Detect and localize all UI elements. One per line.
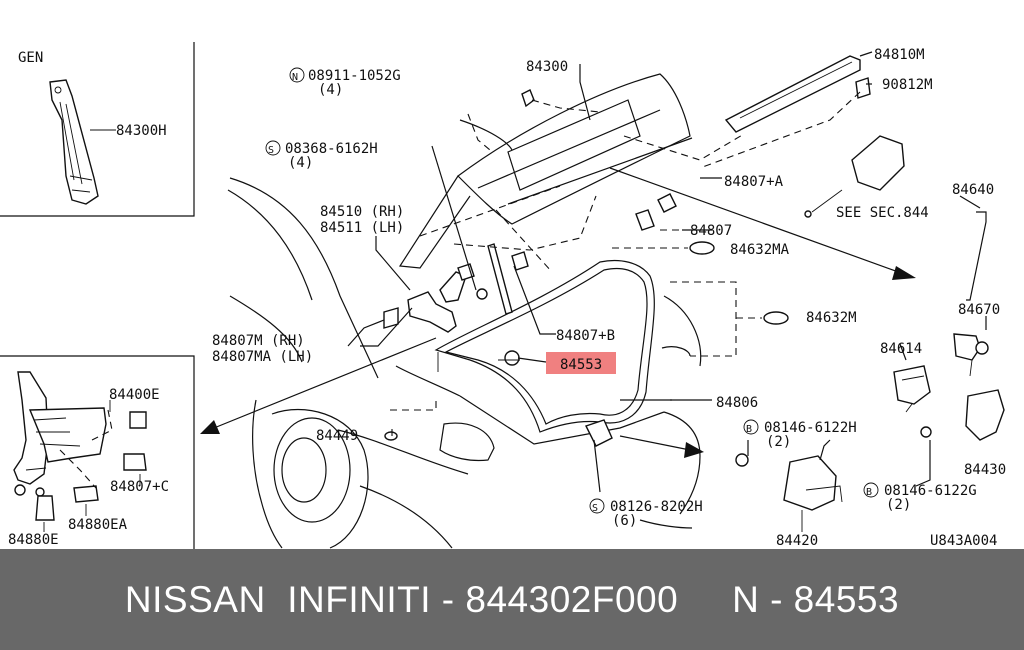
label-84449: 84449	[316, 428, 358, 444]
label-08368-qty: (4)	[288, 155, 313, 171]
label-08146-6122H: 08146-6122H	[764, 420, 857, 436]
pointer-arrows	[200, 167, 916, 458]
footer-part-number-text: NISSAN INFINITI - 844302F000 N - 84553	[124, 579, 900, 620]
label-84880E: 84880E	[8, 532, 59, 548]
prefix-b-symbol-2: B	[866, 487, 872, 498]
label-84400E: 84400E	[109, 387, 160, 403]
label-84880EA: 84880EA	[68, 517, 128, 533]
label-84632MA: 84632MA	[730, 242, 790, 258]
label-08911-qty: (4)	[318, 82, 343, 98]
label-84510: 84510 (RH)	[320, 204, 404, 220]
label-84806: 84806	[716, 395, 758, 411]
parts-diagram: GEN 84300H 84400E 84807+C 84880EA 84880E	[0, 42, 1006, 549]
highlight-84553	[546, 352, 616, 374]
car-body	[227, 73, 702, 549]
label-84807A: 84807+A	[724, 174, 784, 190]
label-84807B: 84807+B	[556, 328, 615, 344]
label-84614: 84614	[880, 341, 922, 357]
body-parts	[383, 55, 1005, 532]
label-84300H: 84300H	[116, 123, 167, 139]
label-08146-6122G: 08146-6122G	[884, 483, 977, 499]
label-08146-6122H-qty: (2)	[766, 434, 791, 450]
prefix-s-symbol-2: S	[592, 503, 598, 514]
gen-inset: GEN 84300H	[0, 42, 195, 217]
label-08911-1052G: 08911-1052G	[308, 68, 401, 84]
label-84430: 84430	[964, 462, 1006, 478]
diagram-code: U843A004	[930, 533, 997, 549]
label-84807: 84807	[690, 223, 732, 239]
label-84807MA: 84807MA (LH)	[212, 349, 313, 365]
label-84810M: 84810M	[874, 47, 925, 63]
label-84640: 84640	[952, 182, 994, 198]
label-08126-8202H: 08126-8202H	[610, 499, 703, 515]
label-84511: 84511 (LH)	[320, 220, 404, 236]
label-84632M: 84632M	[806, 310, 857, 326]
part-labels: N 08911-1052G (4) 84300 84810M 90812M S …	[212, 47, 1006, 549]
label-84553: 84553	[560, 357, 602, 373]
label-08146-6122G-qty: (2)	[886, 497, 911, 513]
prefix-n-symbol: N	[292, 72, 298, 83]
footer-banner: NISSAN INFINITI - 844302F000 N - 84553	[0, 549, 1024, 650]
label-84807C: 84807+C	[110, 479, 169, 495]
label-84670: 84670	[958, 302, 1000, 318]
label-08126-qty: (6)	[612, 513, 637, 529]
label-08368-6162H: 08368-6162H	[285, 141, 378, 157]
hinge-inset: 84400E 84807+C 84880EA 84880E	[0, 355, 195, 549]
label-see-sec-844: SEE SEC.844	[836, 205, 929, 221]
label-90812M: 90812M	[882, 77, 933, 93]
prefix-s-symbol: S	[268, 145, 274, 156]
gen-inset-label: GEN	[18, 50, 43, 66]
label-84807M: 84807M (RH)	[212, 333, 305, 349]
label-84420: 84420	[776, 533, 818, 549]
prefix-b-symbol: B	[746, 424, 752, 435]
label-84300: 84300	[526, 59, 568, 75]
leader-lines	[59, 51, 987, 493]
